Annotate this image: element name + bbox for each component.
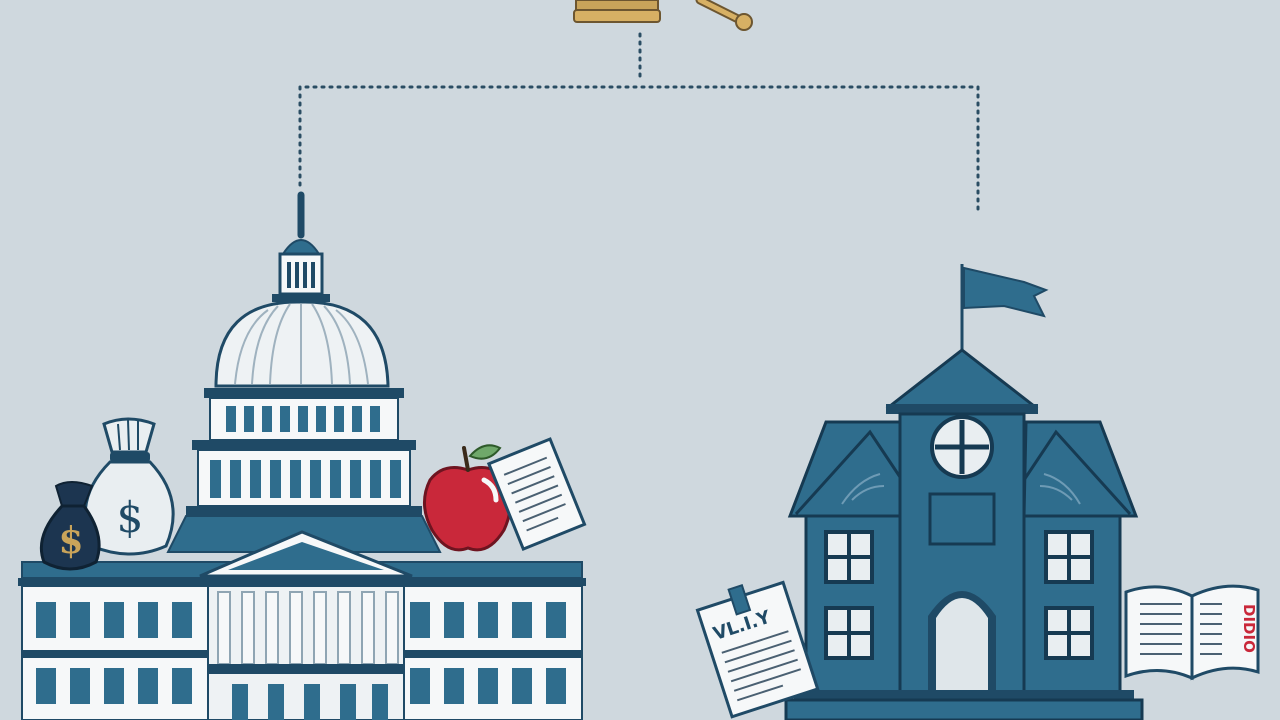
money-bag-dark-icon: $ xyxy=(39,481,101,571)
svg-text:$: $ xyxy=(58,520,83,562)
school-building-icon xyxy=(784,264,1144,720)
gavel-icon xyxy=(573,0,753,31)
book-scrawl: DIDIO xyxy=(1240,604,1258,653)
flag-icon xyxy=(960,264,1049,352)
capitol-building-icon xyxy=(18,191,586,720)
document-icon xyxy=(486,437,587,552)
open-book-icon: DIDIO xyxy=(1124,584,1260,681)
money-bag-light-icon: $ xyxy=(83,417,175,556)
school-window xyxy=(824,530,874,584)
dotted-connector xyxy=(298,32,980,212)
svg-text:$: $ xyxy=(117,493,144,542)
document-icon: VL.I.Y xyxy=(695,580,820,719)
apple-icon xyxy=(423,444,512,552)
